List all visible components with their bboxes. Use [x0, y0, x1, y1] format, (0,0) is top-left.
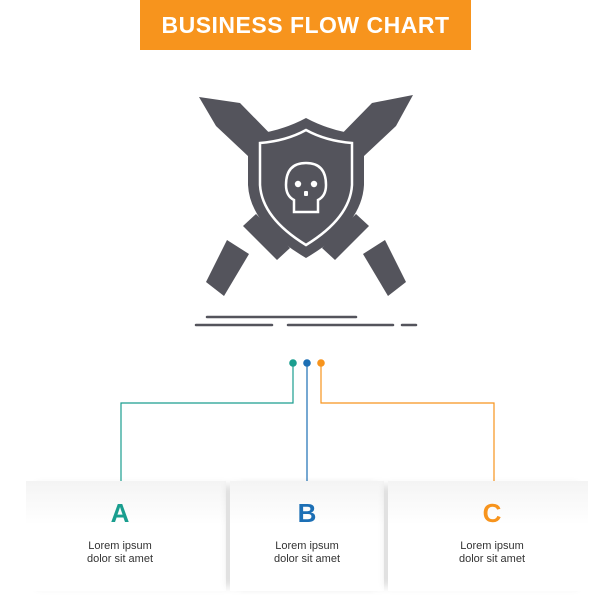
step-c-description: Lorem ipsum dolor sit amet	[422, 540, 562, 566]
step-b-letter: B	[297, 498, 317, 528]
ground-lines	[194, 315, 418, 327]
left-sword-guard	[243, 214, 290, 260]
connector-b-dot	[303, 359, 311, 367]
step-a-description: Lorem ipsum dolor sit amet	[50, 540, 190, 566]
shield-inner-outline	[258, 128, 354, 247]
left-sword-handle	[206, 240, 249, 296]
step-a-letter: A	[110, 498, 130, 528]
connector-a-dot	[289, 359, 297, 367]
right-sword-handle	[363, 240, 406, 296]
connector-c	[320, 363, 495, 485]
page-title: BUSINESS FLOW CHART	[161, 11, 450, 38]
step-b-line1: Lorem ipsum	[275, 540, 339, 552]
step-c-letter: C	[482, 498, 502, 528]
step-c-line1: Lorem ipsum	[460, 540, 524, 552]
step-a-panel	[26, 481, 226, 591]
step-c-line2: dolor sit amet	[458, 553, 526, 565]
step-c-panel	[388, 481, 588, 591]
step-b-line2: dolor sit amet	[273, 553, 341, 565]
step-b-description: Lorem ipsum dolor sit amet	[237, 540, 377, 566]
step-b-panel	[230, 481, 384, 591]
step-a-line2: dolor sit amet	[86, 553, 154, 565]
connector-c-dot	[317, 359, 325, 367]
connector-a	[120, 363, 294, 485]
title-banner: BUSINESS FLOW CHART	[140, 0, 471, 50]
right-sword-guard	[322, 214, 369, 260]
step-a-line1: Lorem ipsum	[88, 540, 152, 552]
skull	[284, 161, 328, 214]
